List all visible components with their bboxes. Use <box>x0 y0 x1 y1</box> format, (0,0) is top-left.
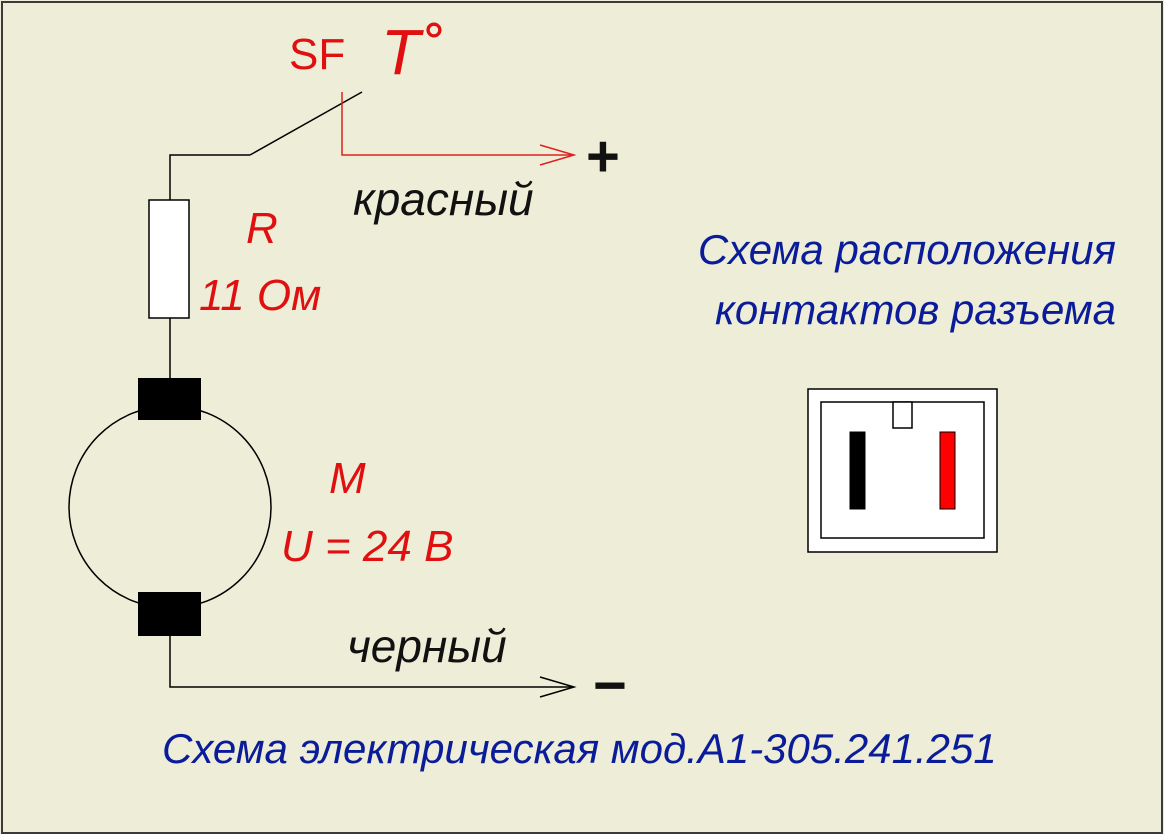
arrow-negative <box>539 676 577 698</box>
resistor-designator: R <box>246 204 278 253</box>
motor-voltage: U = 24 В <box>281 522 454 571</box>
motor-designator: M <box>329 454 366 503</box>
motor-brush-bottom <box>138 592 201 636</box>
diagram-caption: Схема электрическая мод.А1-305.241.251 <box>162 725 997 772</box>
resistor-value: 11 Ом <box>199 271 322 320</box>
connector-key <box>892 401 913 429</box>
wire-negative-black <box>169 636 572 688</box>
connector-pin-red <box>939 431 956 510</box>
positive-terminal-sign: + <box>586 124 620 189</box>
connector-pin-black <box>849 431 866 510</box>
connector-pinout <box>807 388 998 553</box>
wire-resistor-to-switch <box>169 154 250 200</box>
negative-terminal-sign: − <box>593 653 627 718</box>
connector-title-line-2: контактов разъема <box>715 285 1116 333</box>
arrow-positive <box>539 144 577 166</box>
connector-title-line-1: Схема расположения <box>697 226 1116 273</box>
thermal-switch-symbol: T˚ <box>381 16 442 88</box>
switch-blade <box>249 91 363 156</box>
switch-designator: SF <box>289 30 346 79</box>
wire-positive-red <box>341 92 572 156</box>
resistor-body <box>148 199 190 319</box>
positive-wire-color-label: красный <box>353 173 534 225</box>
connector-pinout-title: Схема расположения контактов разъема <box>686 220 1116 339</box>
negative-wire-color-label: черный <box>347 620 507 672</box>
motor-brush-top <box>138 378 201 420</box>
motor-circle <box>68 405 272 609</box>
